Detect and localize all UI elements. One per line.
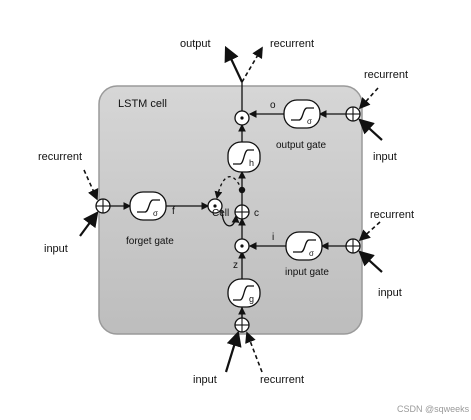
- h-label: h: [249, 158, 254, 168]
- right-top-input-label: input: [373, 151, 397, 163]
- right-mid-input-label: input: [378, 287, 402, 299]
- c-label: c: [254, 208, 259, 219]
- multiply-node-output: [234, 110, 250, 126]
- cell-title: LSTM cell: [118, 98, 167, 110]
- forget-gate-sigma: σ: [153, 209, 158, 218]
- sum-node-forget-gate-in: [95, 198, 111, 214]
- i-label: i: [272, 232, 274, 243]
- g-label: g: [249, 294, 254, 304]
- right-mid-recurrent-label: recurrent: [370, 209, 414, 221]
- multiply-node-forget: [207, 198, 223, 214]
- tanh-curve-icon: [233, 149, 254, 165]
- sum-node-cell: [234, 204, 250, 220]
- z-label: z: [233, 260, 238, 271]
- sigmoid-curve-icon: [137, 199, 160, 213]
- input-gate-sigma: σ: [309, 249, 314, 258]
- multiply-node-input: [234, 238, 250, 254]
- output-gate-sigma: σ: [307, 117, 312, 126]
- output-gate-sigmoid-box: [283, 99, 321, 129]
- left-recurrent-label: recurrent: [38, 151, 82, 163]
- watermark: CSDN @sqweeks: [397, 404, 470, 414]
- top-recurrent-label: recurrent: [270, 38, 314, 50]
- right-top-recurrent-label: recurrent: [364, 69, 408, 81]
- sigmoid-curve-icon: [293, 239, 316, 253]
- f-label: f: [172, 206, 175, 217]
- output-gate-label: output gate: [276, 140, 326, 151]
- sum-node-bottom-in: [234, 317, 250, 333]
- left-input-label: input: [44, 243, 68, 255]
- input-gate-sigmoid-box: [285, 231, 323, 261]
- bottom-input-label: input: [193, 374, 217, 386]
- sum-node-input-gate-in: [345, 238, 361, 254]
- bottom-recurrent-label: recurrent: [260, 374, 304, 386]
- sigmoid-curve-icon: [291, 107, 314, 121]
- cell-label: Cell: [212, 208, 229, 219]
- o-label: o: [270, 100, 276, 111]
- sum-node-output-gate-in: [345, 106, 361, 122]
- input-gate-label: input gate: [285, 267, 329, 278]
- forget-gate-sigmoid-box: [129, 191, 167, 221]
- tanh-curve-icon: [233, 285, 254, 301]
- cell-state-dot: [238, 186, 246, 194]
- forget-gate-label: forget gate: [126, 236, 174, 247]
- connections: [110, 82, 349, 325]
- external-arrows: [79, 45, 383, 373]
- top-output-label: output: [180, 38, 211, 50]
